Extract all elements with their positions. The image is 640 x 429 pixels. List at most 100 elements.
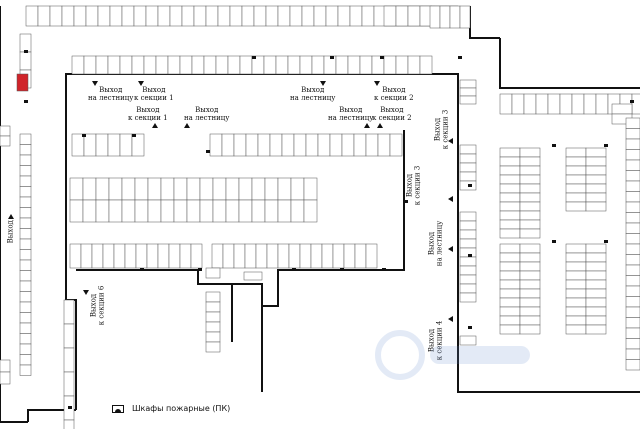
- parking-spot[interactable]: [277, 177, 292, 201]
- parking-spot[interactable]: [205, 311, 221, 323]
- parking-spot[interactable]: [288, 243, 301, 269]
- parking-spot[interactable]: [303, 177, 318, 201]
- parking-spot[interactable]: [499, 288, 521, 299]
- parking-spot[interactable]: [459, 274, 477, 285]
- parking-spot[interactable]: [565, 192, 587, 203]
- parking-spot[interactable]: [19, 217, 32, 229]
- parking-spot[interactable]: [203, 55, 217, 75]
- parking-spot[interactable]: [63, 323, 75, 349]
- parking-spot[interactable]: [19, 249, 32, 261]
- parking-spot[interactable]: [212, 199, 227, 223]
- parking-spot[interactable]: [585, 306, 607, 317]
- parking-spot[interactable]: [124, 243, 137, 269]
- parking-spot[interactable]: [181, 5, 195, 27]
- parking-spot[interactable]: [329, 133, 343, 157]
- parking-spot[interactable]: [499, 201, 521, 212]
- parking-spot[interactable]: [134, 199, 149, 223]
- parking-spot[interactable]: [134, 177, 149, 201]
- parking-spot[interactable]: [83, 133, 97, 157]
- parking-spot[interactable]: [519, 156, 541, 167]
- parking-spot[interactable]: [63, 419, 75, 429]
- parking-spot[interactable]: [251, 199, 266, 223]
- parking-spot[interactable]: [361, 5, 375, 27]
- parking-spot[interactable]: [365, 133, 379, 157]
- parking-spot[interactable]: [519, 201, 541, 212]
- parking-spot[interactable]: [82, 199, 97, 223]
- parking-spot[interactable]: [199, 177, 214, 201]
- parking-spot[interactable]: [565, 252, 587, 263]
- parking-spot[interactable]: [19, 51, 32, 71]
- parking-spot[interactable]: [337, 5, 351, 27]
- parking-spot[interactable]: [499, 252, 521, 263]
- parking-spot[interactable]: [459, 153, 477, 164]
- parking-spot[interactable]: [519, 183, 541, 194]
- parking-spot[interactable]: [625, 212, 640, 224]
- parking-spot[interactable]: [255, 243, 268, 269]
- parking-spot[interactable]: [499, 261, 521, 272]
- parking-spot[interactable]: [19, 301, 32, 313]
- parking-spot[interactable]: [277, 199, 292, 223]
- parking-spot[interactable]: [565, 306, 587, 317]
- parking-spot[interactable]: [585, 156, 607, 167]
- parking-spot[interactable]: [625, 327, 640, 339]
- parking-spot[interactable]: [459, 95, 477, 105]
- parking-spot[interactable]: [287, 55, 301, 75]
- parking-spot[interactable]: [269, 133, 283, 157]
- parking-spot[interactable]: [211, 243, 224, 269]
- parking-spot[interactable]: [559, 93, 573, 115]
- parking-spot[interactable]: [264, 199, 279, 223]
- parking-spot[interactable]: [257, 133, 271, 157]
- parking-spot[interactable]: [215, 55, 229, 75]
- parking-spot[interactable]: [63, 347, 75, 373]
- parking-spot[interactable]: [233, 133, 247, 157]
- parking-spot[interactable]: [519, 192, 541, 203]
- parking-spot[interactable]: [293, 133, 307, 157]
- parking-spot[interactable]: [519, 288, 541, 299]
- parking-spot[interactable]: [499, 297, 521, 308]
- parking-spot[interactable]: [389, 133, 403, 157]
- parking-spot[interactable]: [565, 147, 587, 158]
- parking-spot[interactable]: [332, 243, 345, 269]
- parking-spot[interactable]: [585, 279, 607, 290]
- parking-spot[interactable]: [565, 279, 587, 290]
- parking-spot[interactable]: [519, 147, 541, 158]
- parking-spot[interactable]: [299, 243, 312, 269]
- parking-spot[interactable]: [335, 55, 349, 75]
- parking-spot[interactable]: [275, 55, 289, 75]
- parking-spot[interactable]: [135, 243, 148, 269]
- parking-spot[interactable]: [205, 341, 221, 353]
- parking-spot[interactable]: [625, 264, 640, 276]
- parking-spot[interactable]: [186, 177, 201, 201]
- parking-spot[interactable]: [499, 147, 521, 158]
- parking-spot[interactable]: [353, 133, 367, 157]
- parking-spot[interactable]: [585, 252, 607, 263]
- parking-spot[interactable]: [85, 5, 99, 27]
- parking-spot[interactable]: [625, 180, 640, 192]
- parking-spot[interactable]: [169, 5, 183, 27]
- parking-spot[interactable]: [119, 55, 133, 75]
- parking-spot[interactable]: [277, 5, 291, 27]
- parking-spot[interactable]: [459, 238, 477, 249]
- parking-spot[interactable]: [0, 125, 11, 137]
- parking-spot[interactable]: [102, 243, 115, 269]
- parking-spot[interactable]: [625, 275, 640, 287]
- parking-spot[interactable]: [625, 338, 640, 350]
- parking-spot[interactable]: [0, 371, 11, 385]
- parking-spot[interactable]: [611, 103, 633, 115]
- parking-spot[interactable]: [225, 177, 240, 201]
- parking-spot[interactable]: [121, 5, 135, 27]
- parking-spot[interactable]: [459, 292, 477, 303]
- parking-spot[interactable]: [343, 243, 356, 269]
- parking-spot[interactable]: [499, 228, 521, 239]
- parking-spot[interactable]: [71, 133, 85, 157]
- parking-spot[interactable]: [519, 306, 541, 317]
- parking-spot[interactable]: [499, 93, 513, 115]
- parking-spot[interactable]: [19, 354, 32, 366]
- parking-spot[interactable]: [19, 322, 32, 334]
- parking-spot[interactable]: [107, 133, 121, 157]
- parking-spot[interactable]: [71, 55, 85, 75]
- parking-spot[interactable]: [625, 296, 640, 308]
- parking-spot[interactable]: [625, 170, 640, 182]
- parking-spot[interactable]: [565, 243, 587, 254]
- parking-spot[interactable]: [625, 201, 640, 213]
